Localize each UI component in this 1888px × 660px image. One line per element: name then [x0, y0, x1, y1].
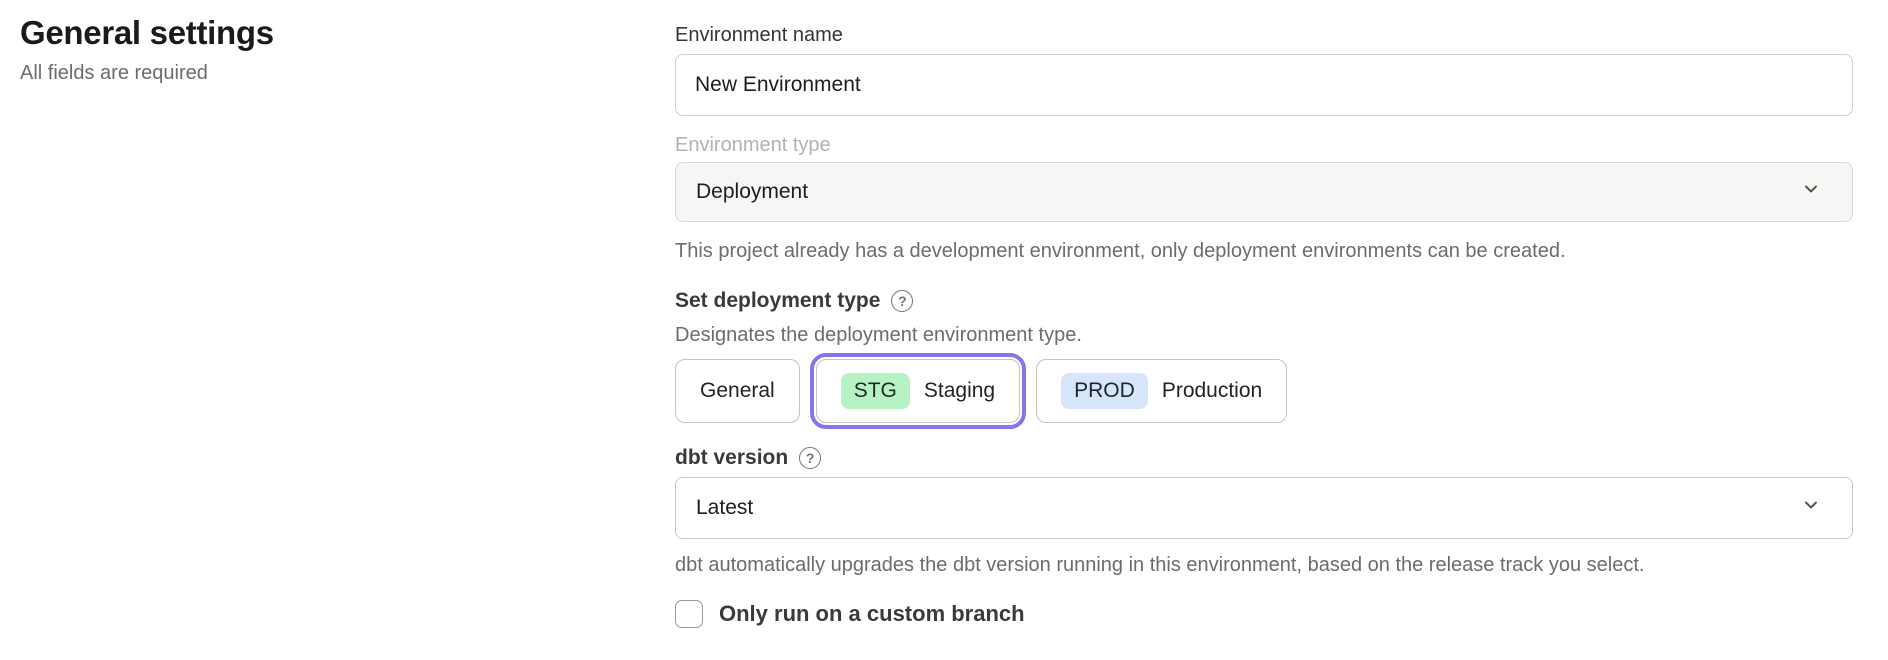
dbt-version-value: Latest: [696, 496, 754, 519]
help-icon[interactable]: [891, 290, 914, 312]
custom-branch-checkbox[interactable]: [675, 600, 703, 628]
deployment-type-general-button[interactable]: General: [675, 359, 800, 423]
dbt-version-helper: dbt automatically upgrades the dbt versi…: [675, 554, 1645, 576]
environment-name-label: Environment name: [675, 24, 843, 46]
chevron-down-icon: [1800, 494, 1822, 522]
deployment-type-staging-label: Staging: [923, 379, 996, 402]
production-badge: PROD: [1061, 373, 1148, 409]
environment-type-select[interactable]: Deployment: [675, 162, 1853, 222]
deployment-type-staging-button[interactable]: STG Staging: [809, 353, 1027, 429]
dbt-version-select[interactable]: Latest: [675, 477, 1853, 539]
custom-branch-row: Only run on a custom branch: [675, 600, 1853, 628]
environment-name-input[interactable]: [675, 54, 1853, 116]
staging-badge: STG: [840, 373, 910, 409]
dbt-version-label: dbt version: [675, 446, 789, 469]
custom-branch-label: Only run on a custom branch: [719, 601, 1025, 626]
settings-header: General settings All fields are required: [20, 14, 580, 85]
dbt-version-section: dbt version: [675, 445, 1853, 471]
page-subtitle: All fields are required: [20, 62, 208, 84]
deployment-type-production-button[interactable]: PROD Production: [1036, 359, 1288, 423]
environment-type-value: Deployment: [696, 180, 809, 203]
chevron-down-icon: [1800, 178, 1822, 206]
deployment-type-section: Set deployment type: [675, 288, 1853, 314]
deployment-type-production-label: Production: [1161, 379, 1263, 402]
environment-type-helper: This project already has a development e…: [675, 240, 1566, 262]
deployment-type-options: General STG Staging PROD Production: [675, 353, 1853, 429]
general-settings-form: Environment name Environment type Deploy…: [675, 22, 1853, 628]
help-icon[interactable]: [799, 447, 822, 469]
deployment-type-description: Designates the deployment environment ty…: [675, 324, 1082, 346]
environment-type-label: Environment type: [675, 134, 831, 156]
deployment-type-label: Set deployment type: [675, 289, 881, 312]
deployment-type-general-label: General: [700, 379, 775, 402]
page-title: General settings: [20, 14, 274, 51]
